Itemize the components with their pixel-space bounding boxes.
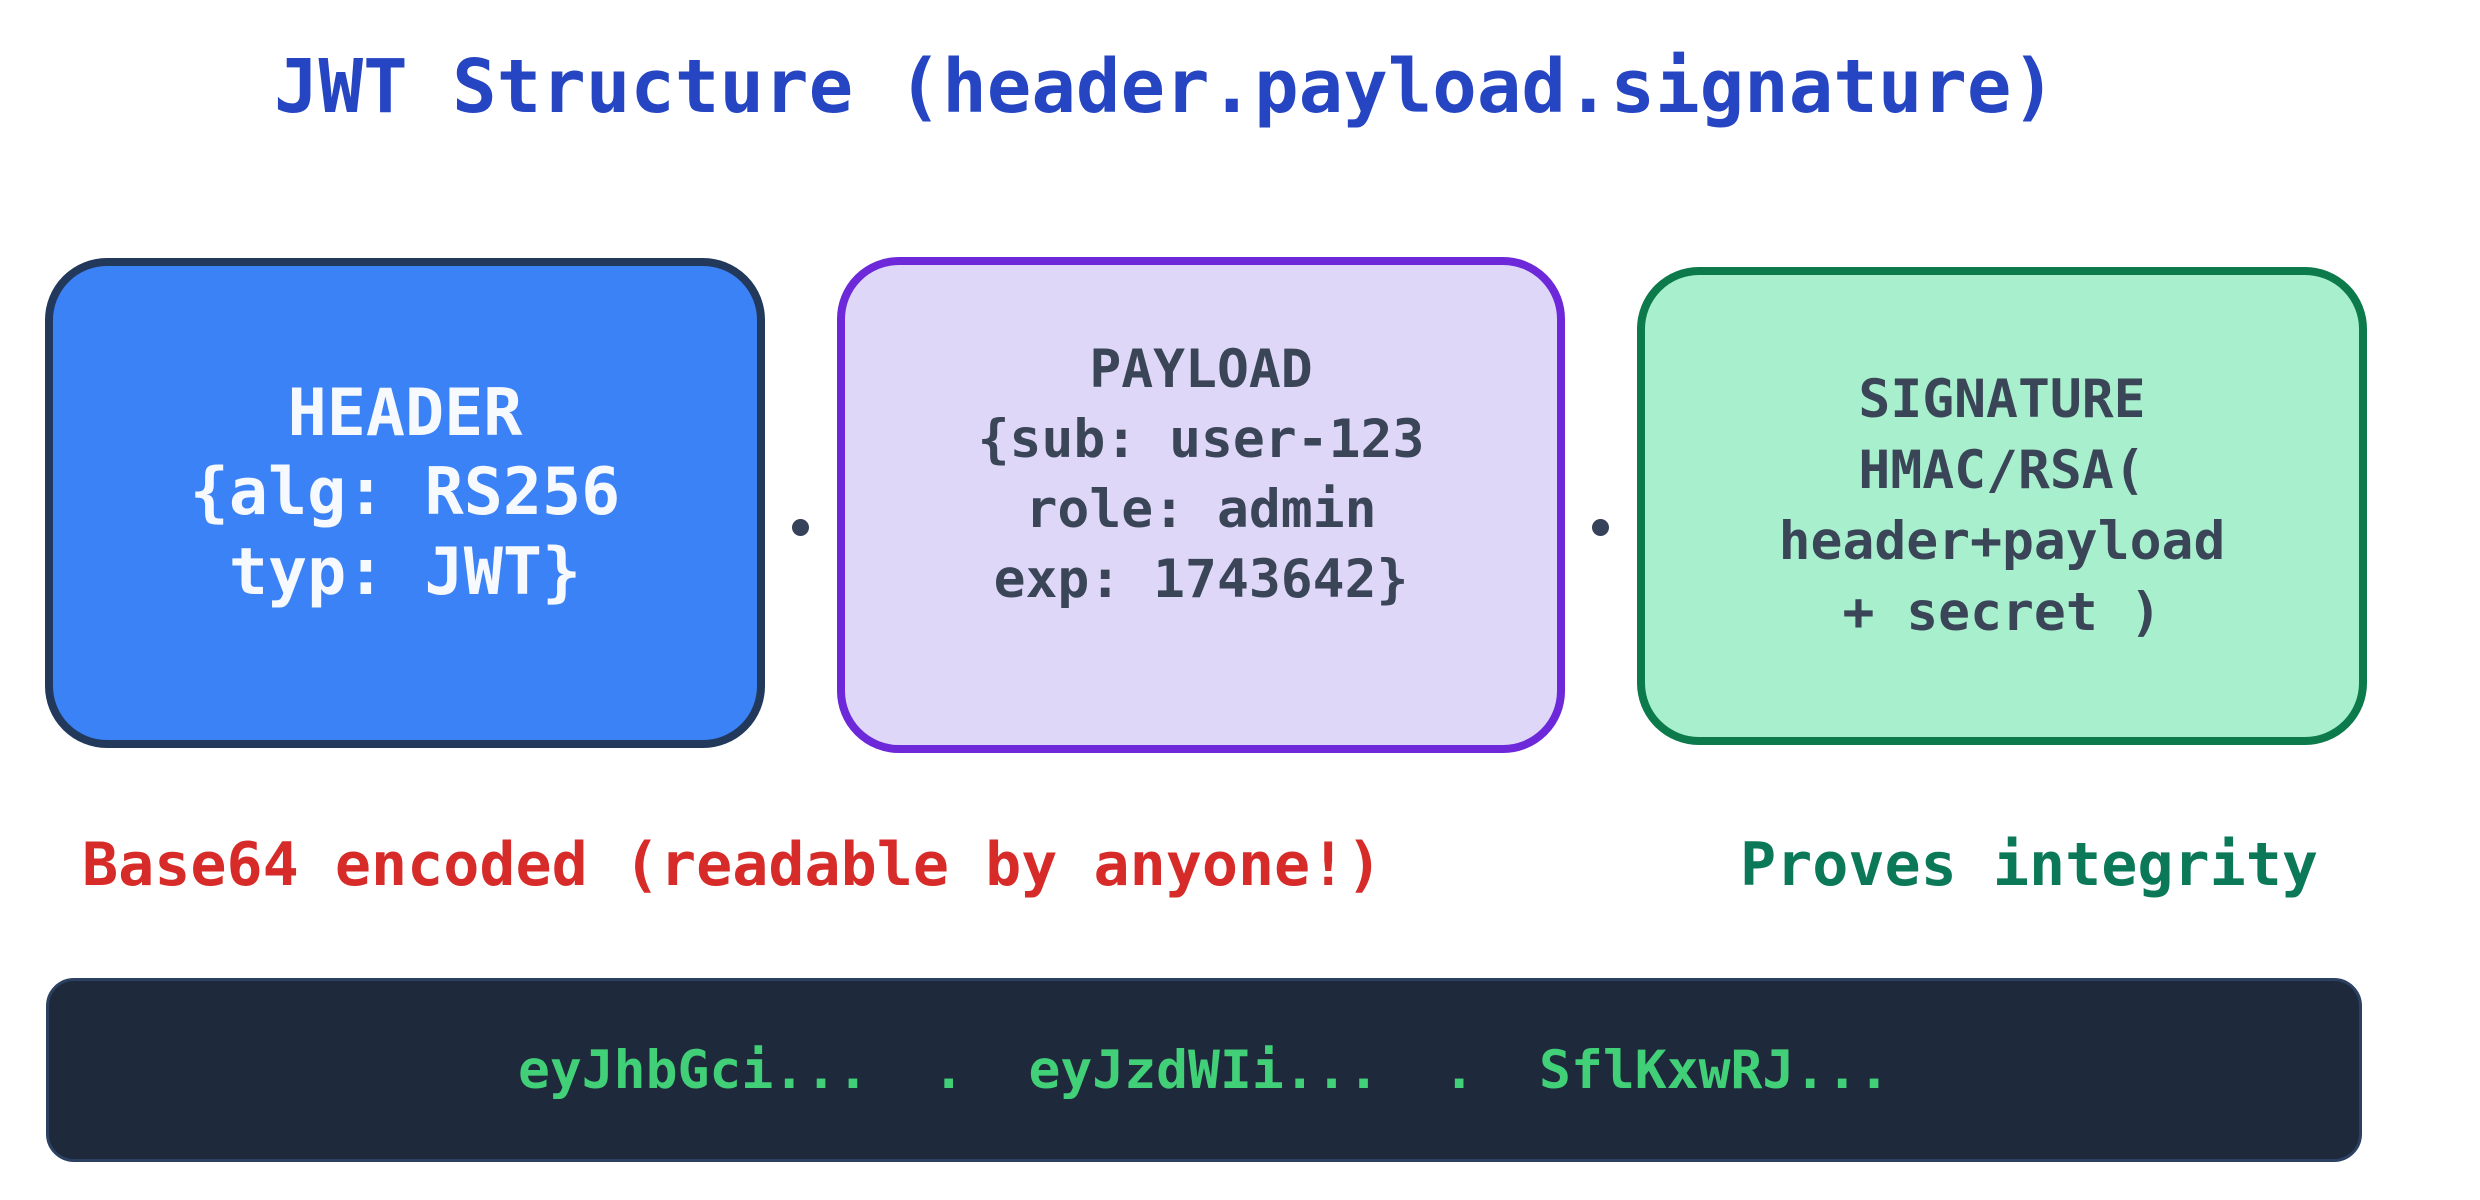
encoded-token-text: eyJhbGci... . eyJzdWIi... . SflKxwRJ... (517, 1039, 1891, 1101)
dot-separator-icon (1592, 519, 1609, 536)
encoded-token-bar: eyJhbGci... . eyJzdWIi... . SflKxwRJ... (46, 978, 2362, 1162)
payload-box-title: PAYLOAD (1089, 339, 1313, 401)
header-box-title: HEADER (287, 376, 523, 452)
header-box-line-typ: typ: JWT} (228, 534, 582, 610)
signature-box: SIGNATURE HMAC/RSA( header+payload + sec… (1637, 267, 2367, 745)
payload-box-line-exp: exp: 1743642} (993, 548, 1409, 610)
diagram-title: JWT Structure (header.payload.signature) (273, 44, 2057, 130)
header-box-line-alg: {alg: RS256 (189, 455, 621, 531)
payload-box-line-role: role: admin (1025, 479, 1377, 540)
payload-box: PAYLOAD {sub: user-123 role: admin exp: … (837, 257, 1565, 753)
integrity-caption: Proves integrity (1740, 830, 2318, 900)
base64-warning-caption: Base64 encoded (readable by anyone!) (82, 830, 1383, 900)
dot-separator-icon (792, 519, 809, 536)
payload-box-line-sub: {sub: user-123 (977, 409, 1425, 471)
signature-box-title: SIGNATURE (1858, 368, 2146, 430)
signature-box-line-input: header+payload (1778, 511, 2226, 572)
signature-box-line-secret: + secret ) (1842, 582, 2162, 644)
signature-box-line-hmac: HMAC/RSA( (1858, 439, 2146, 501)
header-box: HEADER {alg: RS256 typ: JWT} (45, 258, 765, 748)
